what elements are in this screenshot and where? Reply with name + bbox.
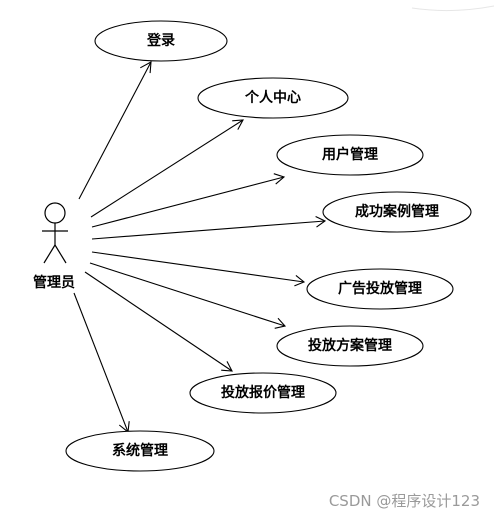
use-case-user-management[interactable]: 用户管理 <box>276 134 424 176</box>
association-user-management <box>91 176 285 228</box>
actor-head <box>44 202 66 224</box>
use-case-personal-center[interactable]: 个人中心 <box>197 77 349 119</box>
cropped-ellipse-edge <box>411 5 494 12</box>
actor-right-leg <box>54 244 67 264</box>
association-login <box>78 61 152 200</box>
use-case-ad-placement-management-ellipse <box>306 268 454 310</box>
arrowhead-placement-plan-management <box>274 317 287 329</box>
use-case-system-management-ellipse <box>65 430 215 472</box>
use-case-login-ellipse <box>94 20 228 62</box>
use-case-success-case-management-label: 成功案例管理 <box>355 203 439 220</box>
use-case-placement-plan-management-ellipse <box>276 325 424 367</box>
use-case-ad-placement-management[interactable]: 广告投放管理 <box>306 268 454 310</box>
use-case-placement-quote-management[interactable]: 投放报价管理 <box>189 372 337 414</box>
association-ad-placement-management <box>91 251 305 283</box>
arrowhead-success-case-management <box>315 216 327 228</box>
use-case-success-case-management[interactable]: 成功案例管理 <box>322 191 472 233</box>
association-success-case-management <box>91 220 326 240</box>
use-case-login[interactable]: 登录 <box>94 20 228 62</box>
arrowhead-placement-quote-management <box>221 361 233 372</box>
use-case-placement-quote-management-label: 投放报价管理 <box>221 384 305 401</box>
arrowhead-user-management <box>273 173 286 185</box>
use-case-placement-quote-management-ellipse <box>189 372 337 414</box>
use-case-user-management-ellipse <box>276 134 424 176</box>
use-case-placement-plan-management[interactable]: 投放方案管理 <box>276 325 424 367</box>
actor-figure <box>42 202 68 264</box>
watermark-text: CSDN @程序设计123 <box>329 492 480 510</box>
use-case-placement-plan-management-label: 投放方案管理 <box>308 337 392 354</box>
association-personal-center <box>90 119 244 218</box>
arrowhead-ad-placement-management <box>294 274 306 287</box>
use-case-success-case-management-ellipse <box>322 191 472 233</box>
associations <box>73 61 327 434</box>
actor-label: 管理员 <box>33 274 75 291</box>
use-case-personal-center-label: 个人中心 <box>244 89 301 106</box>
use-case-user-management-label: 用户管理 <box>322 146 378 163</box>
use-case-login-label: 登录 <box>146 32 175 49</box>
actor-left-leg <box>43 244 56 264</box>
association-system-management <box>73 292 129 433</box>
arrowhead-login <box>140 61 152 74</box>
arrowhead-personal-center <box>232 119 244 130</box>
use-case-personal-center-ellipse <box>197 77 349 119</box>
association-placement-quote-management <box>84 271 233 372</box>
use-case-ad-placement-management-label: 广告投放管理 <box>338 280 422 297</box>
use-case-system-management[interactable]: 系统管理 <box>65 430 215 472</box>
use-case-system-management-label: 系统管理 <box>112 442 168 459</box>
association-placement-plan-management <box>89 262 286 327</box>
